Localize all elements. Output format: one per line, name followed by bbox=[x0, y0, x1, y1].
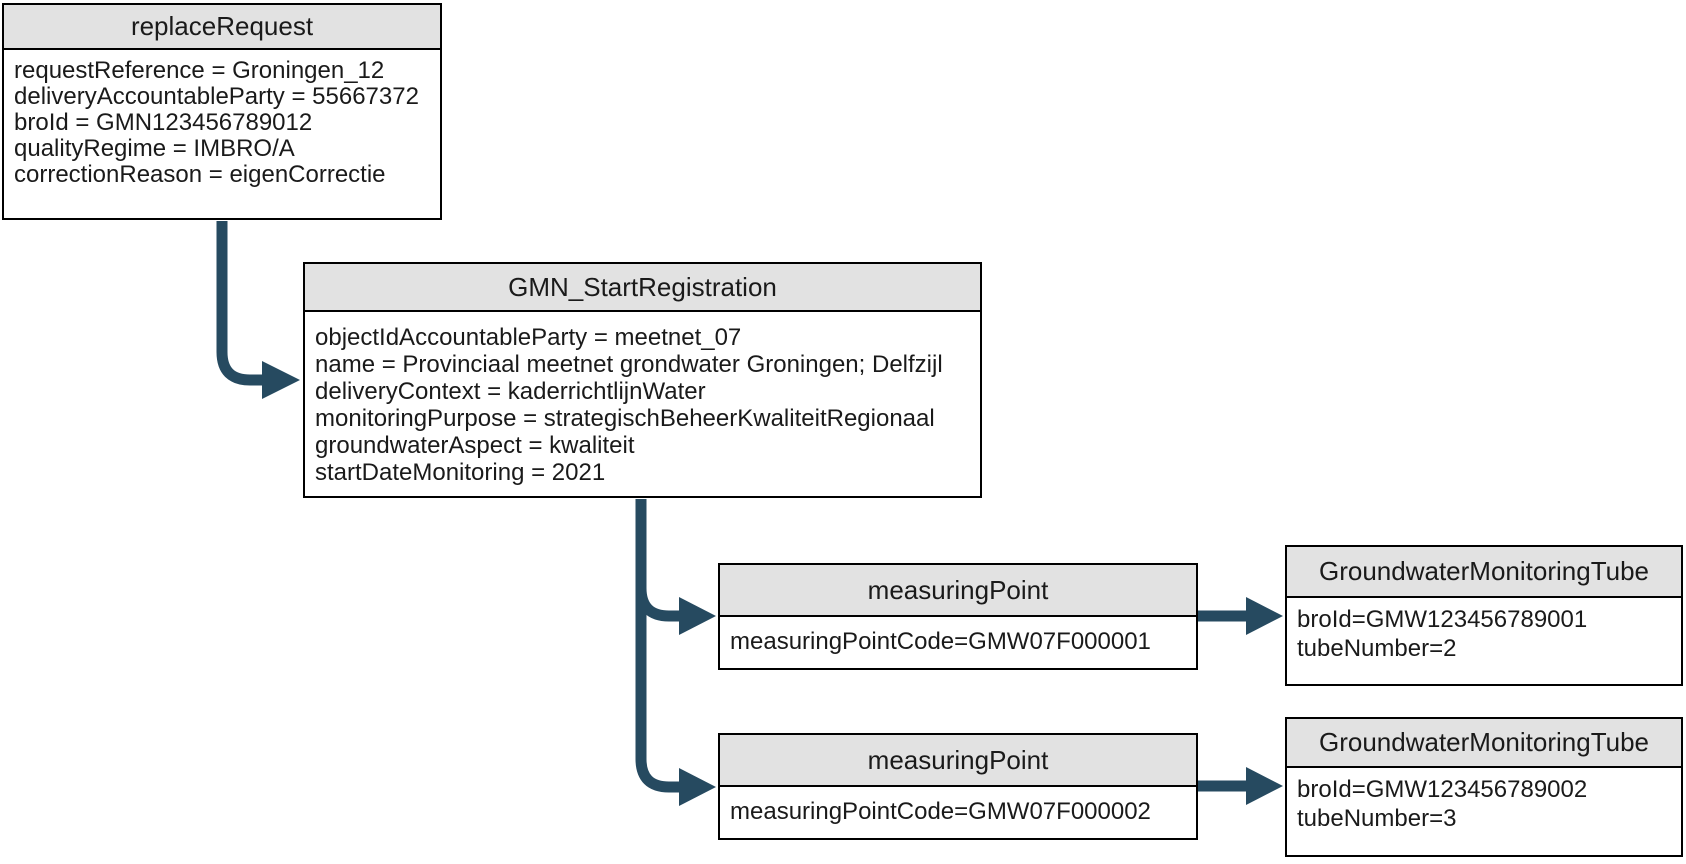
groundwater-monitoring-tube-2-title: GroundwaterMonitoringTube bbox=[1287, 719, 1681, 768]
groundwater-monitoring-tube-1-box: GroundwaterMonitoringTube broId=GMW12345… bbox=[1285, 545, 1683, 686]
groundwater-monitoring-tube-1-title: GroundwaterMonitoringTube bbox=[1287, 547, 1681, 598]
connector-gmn-to-measuringpoint-1 bbox=[635, 540, 679, 622]
measuring-point-1-body: measuringPointCode=GMW07F000001 bbox=[720, 617, 1196, 666]
arrowhead-gmn-to-measuringpoint-1 bbox=[679, 597, 716, 635]
gmn-start-registration-title: GMN_StartRegistration bbox=[305, 264, 980, 312]
attribute-line: measuringPointCode=GMW07F000001 bbox=[730, 627, 1151, 655]
attribute-line: qualityRegime = IMBRO/A bbox=[14, 135, 295, 162]
attribute-line: tubeNumber=2 bbox=[1297, 635, 1457, 662]
attribute-line: correctionReason = eigenCorrectie bbox=[14, 161, 386, 188]
attribute-line: groundwaterAspect = kwaliteit bbox=[315, 432, 635, 459]
arrowhead-measuringpoint1-to-tube1 bbox=[1246, 597, 1283, 635]
groundwater-monitoring-tube-2-body: broId=GMW123456789002 tubeNumber=3 bbox=[1287, 768, 1681, 833]
attribute-line: deliveryAccountableParty = 55667372 bbox=[14, 83, 419, 110]
attribute-line: broId=GMW123456789001 bbox=[1297, 606, 1588, 633]
attribute-line: startDateMonitoring = 2021 bbox=[315, 459, 606, 486]
attribute-line: broId=GMW123456789002 bbox=[1297, 776, 1588, 803]
attribute-line: measuringPointCode=GMW07F000002 bbox=[730, 797, 1151, 825]
connector-replace-to-gmn bbox=[216, 221, 262, 386]
attribute-line: requestReference = Groningen_12 bbox=[14, 57, 385, 84]
arrowhead-measuringpoint2-to-tube2 bbox=[1246, 767, 1283, 805]
attribute-line: name = Provinciaal meetnet grondwater Gr… bbox=[315, 351, 943, 378]
connector-gmn-trunk bbox=[635, 499, 679, 793]
measuring-point-2-box: measuringPoint measuringPointCode=GMW07F… bbox=[718, 733, 1198, 840]
arrowhead-gmn-to-measuringpoint-2 bbox=[679, 768, 716, 806]
arrowhead-replace-to-gmn bbox=[262, 361, 300, 399]
attribute-line: monitoringPurpose = strategischBeheerKwa… bbox=[315, 405, 935, 432]
replace-request-title: replaceRequest bbox=[4, 5, 440, 50]
measuring-point-1-title: measuringPoint bbox=[720, 565, 1196, 617]
measuring-point-1-box: measuringPoint measuringPointCode=GMW07F… bbox=[718, 563, 1198, 670]
gmn-start-registration-body: objectIdAccountableParty = meetnet_07 na… bbox=[305, 312, 980, 486]
groundwater-monitoring-tube-1-body: broId=GMW123456789001 tubeNumber=2 bbox=[1287, 598, 1681, 663]
measuring-point-2-title: measuringPoint bbox=[720, 735, 1196, 787]
attribute-line: objectIdAccountableParty = meetnet_07 bbox=[315, 324, 742, 351]
attribute-line: deliveryContext = kaderrichtlijnWater bbox=[315, 378, 706, 405]
gmn-start-registration-box: GMN_StartRegistration objectIdAccountabl… bbox=[303, 262, 982, 498]
replace-request-box: replaceRequest requestReference = Gronin… bbox=[2, 3, 442, 220]
measuring-point-2-body: measuringPointCode=GMW07F000002 bbox=[720, 787, 1196, 836]
groundwater-monitoring-tube-2-box: GroundwaterMonitoringTube broId=GMW12345… bbox=[1285, 717, 1683, 857]
replace-request-body: requestReference = Groningen_12 delivery… bbox=[4, 50, 440, 188]
attribute-line: broId = GMN123456789012 bbox=[14, 109, 313, 136]
attribute-line: tubeNumber=3 bbox=[1297, 805, 1457, 832]
